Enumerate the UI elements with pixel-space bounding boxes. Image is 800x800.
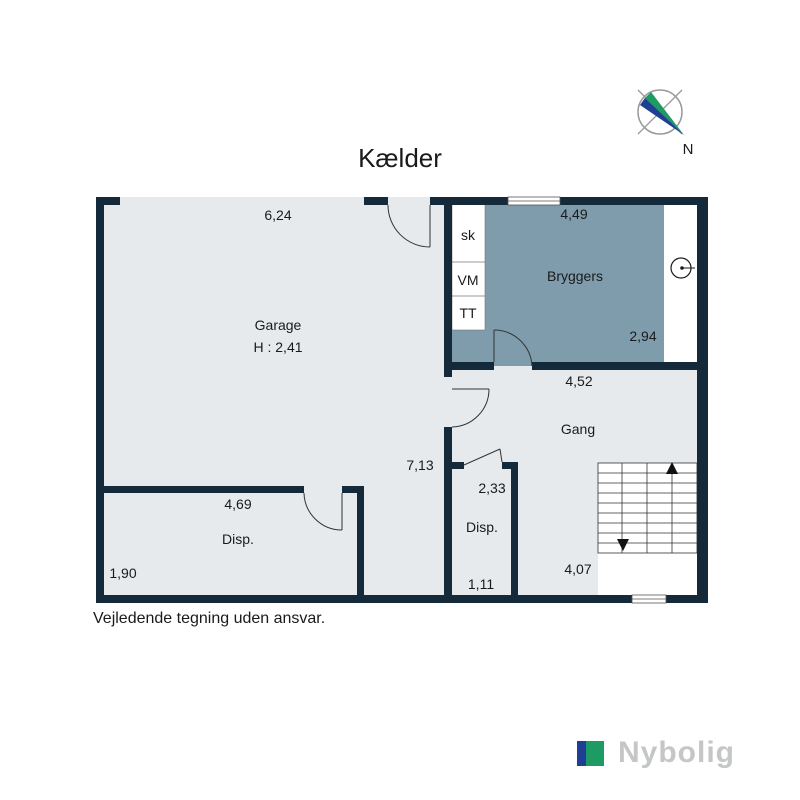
disp-left-width: 4,69 [224, 496, 251, 512]
appliance-sk: sk [461, 227, 476, 243]
door-icon [463, 448, 503, 466]
garage-depth: 7,13 [406, 457, 433, 473]
appliance-vm: VM [458, 272, 479, 288]
disp-small-depth: 2,33 [478, 480, 505, 496]
gang-depth: 4,07 [564, 561, 591, 577]
disp-small-width: 1,11 [468, 576, 494, 592]
disclaimer: Vejledende tegning uden ansvar. [93, 610, 326, 627]
walls [96, 197, 708, 603]
garage-height: H : 2,41 [253, 339, 302, 355]
compass-label: N [683, 141, 694, 158]
door-icon [387, 204, 431, 248]
bryggers-counter [664, 204, 697, 366]
brand-mark-icon [577, 740, 604, 766]
north-arrow-icon [637, 89, 684, 135]
garage-width: 6,24 [264, 207, 291, 223]
gang-width: 4,52 [565, 373, 592, 389]
bryggers-depth: 2,94 [629, 328, 656, 344]
door-icon [451, 388, 490, 428]
bryggers-width: 4,49 [560, 206, 587, 222]
window [631, 594, 667, 604]
gang-name: Gang [561, 421, 595, 437]
floor-title: Kælder [358, 143, 442, 173]
nybolig-logo: Nybolig [577, 738, 735, 768]
disp-left-depth: 1,90 [109, 565, 136, 581]
disp-left-name: Disp. [222, 531, 254, 547]
window [507, 196, 561, 206]
bryggers-name: Bryggers [547, 268, 603, 284]
door-icon [493, 329, 533, 367]
staircase [597, 462, 698, 595]
disp-small-name: Disp. [466, 519, 498, 535]
stair-up-arrow-icon [666, 462, 678, 474]
garage-name: Garage [255, 317, 302, 333]
stair-down-arrow-icon [617, 539, 629, 551]
brand-name: Nybolig [618, 736, 735, 769]
bryggers-floor [452, 204, 664, 366]
appliance-tt: TT [459, 305, 477, 321]
door-icon [303, 492, 343, 531]
sink-icon [670, 257, 695, 279]
